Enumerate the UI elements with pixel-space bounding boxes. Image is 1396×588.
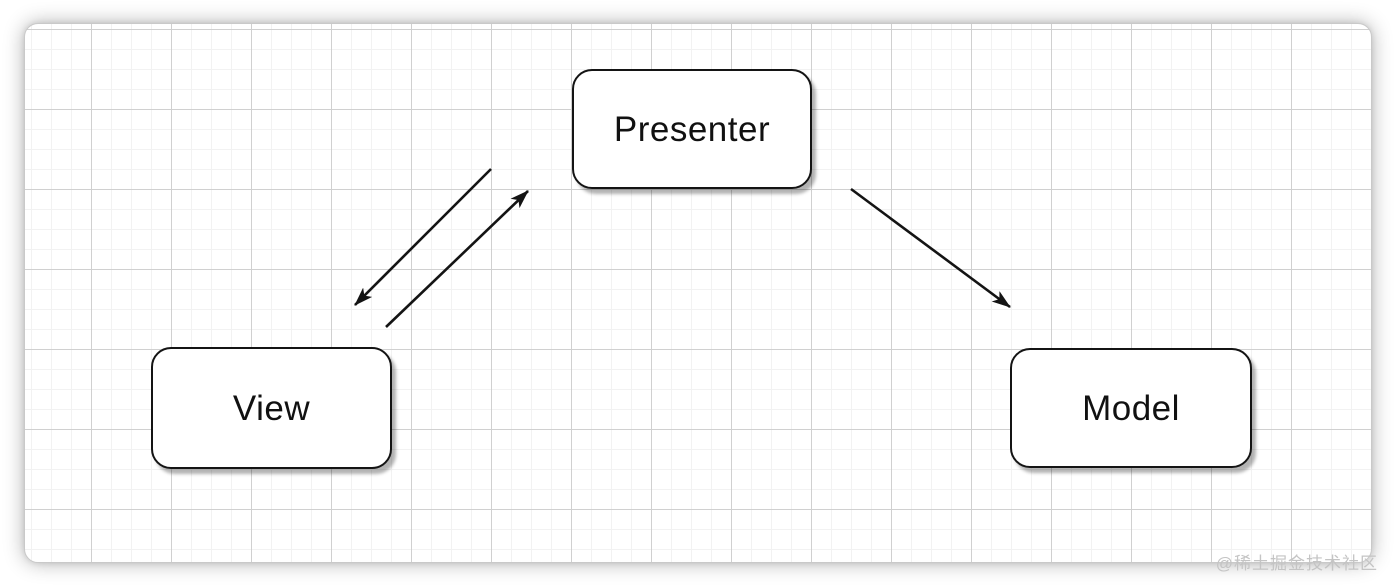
node-view-label: View <box>232 388 311 428</box>
node-presenter: Presenter <box>572 69 812 189</box>
node-model-label: Model <box>1082 388 1180 428</box>
node-view: View <box>151 347 392 469</box>
watermark: @稀土掘金技术社区 <box>1215 554 1378 573</box>
node-model: Model <box>1010 348 1252 468</box>
node-presenter-label: Presenter <box>613 109 771 149</box>
